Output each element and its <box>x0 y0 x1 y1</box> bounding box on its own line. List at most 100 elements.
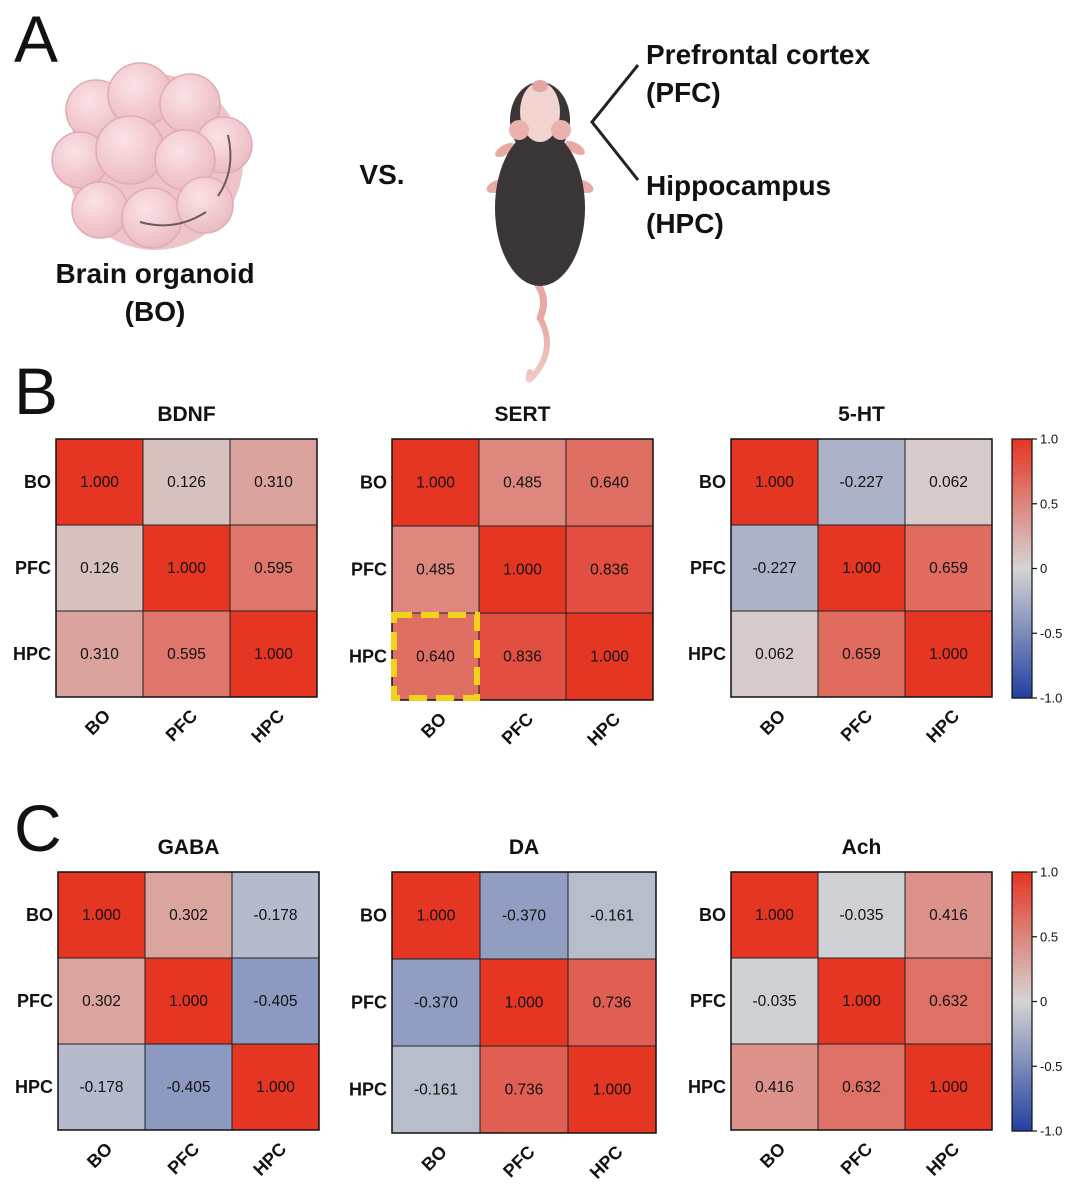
cell-value-label: 0.416 <box>755 1079 794 1096</box>
heatmap-cell <box>730 957 819 1045</box>
cell-value-label: 1.000 <box>167 560 206 577</box>
colorbar-segment <box>1012 1011 1032 1016</box>
colorbar-segment <box>1012 1118 1032 1122</box>
cell-value-label: 0.126 <box>167 474 206 491</box>
colorbar-segment <box>1012 542 1032 547</box>
colorbar-segment <box>1012 600 1032 605</box>
colorbar-segment <box>1012 1050 1032 1054</box>
cell-value-label: -0.161 <box>590 908 634 925</box>
colorbar-segment <box>1012 920 1032 925</box>
heatmap-cell <box>904 524 993 612</box>
cell-value-label: 0.836 <box>503 649 542 666</box>
colorbar-segment <box>1012 1075 1032 1080</box>
cell-value-label: -0.161 <box>414 1082 458 1099</box>
colorbar-segment <box>1012 668 1032 673</box>
colorbar-segment <box>1012 685 1032 689</box>
cell-value-label: -0.178 <box>80 1079 124 1096</box>
cell-value-label: 0.736 <box>505 1082 544 1099</box>
colorbar-segment <box>1012 655 1032 660</box>
colorbar-segment <box>1012 591 1032 595</box>
bracket-icon <box>590 64 640 181</box>
colorbar-segment <box>1012 626 1032 631</box>
colorbar-segment <box>1012 1056 1032 1061</box>
colorbar-segment <box>1012 659 1032 663</box>
colorbar-segment <box>1012 1088 1032 1093</box>
heatmap-cell <box>567 871 657 960</box>
col-label: BO <box>418 1142 451 1175</box>
cell-value-label: 1.000 <box>503 562 542 579</box>
heatmap-title: DA <box>509 836 539 859</box>
colorbar-segment <box>1012 923 1032 928</box>
colorbar-tick-label: 0 <box>1040 994 1047 1009</box>
mouse-icon <box>486 80 594 383</box>
colorbar-segment <box>1012 975 1032 980</box>
row-label: HPC <box>349 1080 387 1100</box>
colorbar-segment <box>1012 943 1032 948</box>
colorbar-segment <box>1012 1082 1032 1087</box>
colorbar-segment <box>1012 1037 1032 1041</box>
colorbar-segment <box>1012 907 1032 912</box>
colorbar-segment <box>1012 526 1032 531</box>
colorbar-segment <box>1012 617 1032 621</box>
colorbar-segment <box>1012 439 1032 443</box>
organoid-label-line1: Brain organoid <box>55 258 254 289</box>
colorbar-segment <box>1012 930 1032 935</box>
col-label: PFC <box>164 1139 204 1179</box>
colorbar-segment <box>1012 888 1032 893</box>
cell-value-label: 1.000 <box>929 646 968 663</box>
colorbar-segment <box>1012 946 1032 951</box>
col-label: BO <box>756 1139 789 1172</box>
col-label: BO <box>83 1139 116 1172</box>
colorbar-segment <box>1012 549 1032 553</box>
colorbar-segment <box>1012 959 1032 964</box>
colorbar-segment <box>1012 927 1032 931</box>
panel-a: A Brain organoid (BO) VS. <box>14 2 870 383</box>
colorbar-segment <box>1012 1014 1032 1019</box>
colorbar-segment <box>1012 464 1032 469</box>
colorbar-segment <box>1012 594 1032 599</box>
col-label: PFC <box>498 709 538 749</box>
colorbar-tick-label: 1.0 <box>1040 865 1058 880</box>
cell-value-label: -0.035 <box>753 993 797 1010</box>
colorbar-segment <box>1012 910 1032 915</box>
heatmap-cell <box>229 610 318 698</box>
col-label: PFC <box>837 706 877 746</box>
cell-value-label: 0.595 <box>254 560 293 577</box>
heatmap-cell <box>231 1043 320 1131</box>
row-label: PFC <box>690 558 726 578</box>
colorbar-segment <box>1012 1092 1032 1096</box>
heatmap-cell <box>567 958 657 1047</box>
colorbar-segment <box>1012 936 1032 941</box>
colorbar-segment <box>1012 503 1032 508</box>
heatmap-cell <box>567 1045 657 1134</box>
colorbar-segment <box>1012 1007 1032 1012</box>
row-label: PFC <box>17 991 53 1011</box>
heatmap-cell <box>904 610 993 698</box>
colorbar: 1.00.50-0.5-1.0 <box>1011 432 1062 706</box>
colorbar-tick-label: -1.0 <box>1040 1124 1062 1139</box>
colorbar-segment <box>1012 884 1032 889</box>
row-label: HPC <box>15 1077 53 1097</box>
colorbar-segment <box>1012 500 1032 505</box>
colorbar-segment <box>1012 558 1032 563</box>
colorbar-segment <box>1012 1114 1032 1119</box>
cell-value-label: 1.000 <box>254 646 293 663</box>
heatmap-cell <box>478 612 567 701</box>
row-label: PFC <box>690 991 726 1011</box>
region2-label-line2: (HPC) <box>646 208 724 239</box>
panel-letter-c: C <box>14 791 62 865</box>
colorbar-segment <box>1012 642 1032 647</box>
colorbar-segment <box>1012 481 1032 485</box>
colorbar-segment <box>1012 513 1032 518</box>
colorbar-segment <box>1012 506 1032 511</box>
colorbar-segment <box>1012 468 1032 472</box>
colorbar-segment <box>1012 675 1032 680</box>
col-label: HPC <box>247 706 288 747</box>
cell-value-label: 0.416 <box>929 907 968 924</box>
cell-value-label: 1.000 <box>256 1079 295 1096</box>
colorbar-segment <box>1012 998 1032 1003</box>
